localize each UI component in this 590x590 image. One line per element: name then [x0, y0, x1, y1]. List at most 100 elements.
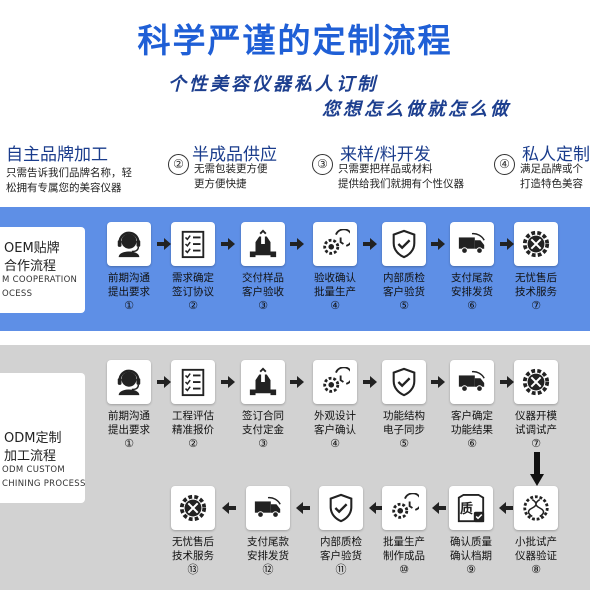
checklist-icon: [178, 367, 208, 397]
step-line: 客户确认: [314, 424, 356, 436]
step-line: 试调试产: [515, 424, 557, 436]
step-number: ③: [258, 299, 268, 312]
oem-step-icon-box: [382, 222, 426, 266]
option-title: 自主品牌加工: [6, 145, 108, 165]
step-line: 提出要求: [108, 424, 150, 436]
oem-label-cn: 合作流程: [4, 259, 57, 274]
step-line: 签订合同: [242, 410, 284, 422]
step-number: ①: [124, 437, 134, 450]
step-number: ⑨: [466, 563, 476, 576]
arrow-down-icon: [530, 452, 544, 486]
step-line: 签订协议: [172, 286, 214, 298]
step-line: 客户确定: [451, 410, 493, 422]
option-sample-development: ③ 来样/料开发 只需要把样品或材料 提供给我们就拥有个性仪器: [312, 140, 464, 190]
odm-label-en: CHINING PROCESS: [2, 479, 85, 489]
step-line: 确认质量: [450, 536, 492, 548]
step-number: ⑦: [531, 437, 541, 450]
shield-check-icon: [389, 367, 419, 397]
step-line: 技术服务: [172, 550, 214, 562]
step-number: ⑥: [467, 437, 477, 450]
option-desc: 只需告诉我们品牌名称，轻: [6, 167, 132, 179]
arrow-right-icon: [290, 376, 304, 388]
step-line: 安排发货: [451, 286, 493, 298]
odm-step-icon-box: [382, 360, 426, 404]
odm-step-icon-box: 质: [449, 486, 493, 530]
step-line: 内部质检: [320, 536, 362, 548]
gear-tools-icon: [521, 367, 551, 397]
oem-step-icon-box: [107, 222, 151, 266]
option-number: ③: [312, 154, 333, 175]
arrow-left-icon: [296, 502, 310, 514]
subtitle-line-1: 个性美容仪器私人订制: [168, 74, 378, 95]
step-line: 功能结果: [451, 424, 493, 436]
step-line: 批量生产: [314, 286, 356, 298]
delivery-truck-icon: [457, 367, 487, 397]
odm-step-icon-box: [246, 486, 290, 530]
option-own-brand: 自主品牌加工 只需告诉我们品牌名称，轻 松拥有专属您的美容仪器: [6, 140, 132, 194]
odm-step-icon-box: [450, 360, 494, 404]
odm-step-icon-box: [107, 360, 151, 404]
step-line: 技术服务: [515, 286, 557, 298]
oem-step-icon-box: [313, 222, 357, 266]
gear-tools-icon: [178, 493, 208, 523]
oem-label-cn: OEM贴牌: [4, 241, 60, 256]
option-number: ②: [168, 154, 189, 175]
option-desc: 只需要把样品或材料: [338, 163, 433, 175]
oem-step-icon-box: [450, 222, 494, 266]
step-number: ⑧: [531, 563, 541, 576]
step-line: 支付尾款: [247, 536, 289, 548]
oem-step-icon-box: [241, 222, 285, 266]
gear-timer-icon: [320, 229, 350, 259]
step-line: 安排发货: [247, 550, 289, 562]
step-number: ④: [330, 299, 340, 312]
option-number: ④: [494, 154, 515, 175]
step-number: ⑤: [399, 437, 409, 450]
step-line: 验收确认: [314, 272, 356, 284]
step-line: 精准报价: [172, 424, 214, 436]
step-number: ⑦: [531, 299, 541, 312]
step-line: 客户验收: [242, 286, 284, 298]
shield-check-icon: [326, 493, 356, 523]
quality-stamp-icon: 质: [456, 493, 486, 523]
odm-step-icon-box: [171, 486, 215, 530]
step-line: 客户验货: [320, 550, 362, 562]
step-line: 仪器验证: [515, 550, 557, 562]
step-line: 外观设计: [314, 410, 356, 422]
step-number: ⑫: [262, 563, 274, 576]
step-line: 仪器开模: [515, 410, 557, 422]
step-line: 批量生产: [383, 536, 425, 548]
step-line: 需求确定: [172, 272, 214, 284]
step-number: ④: [330, 437, 340, 450]
step-line: 工程评估: [172, 410, 214, 422]
dna-gear-icon: [521, 493, 551, 523]
handshake-icon: [248, 367, 278, 397]
step-number: ⑥: [467, 299, 477, 312]
odm-step-icon-box: [514, 360, 558, 404]
option-desc: 打造特色美容: [520, 178, 583, 190]
gear-timer-icon: [320, 367, 350, 397]
step-line: 功能结构: [383, 410, 425, 422]
shield-check-icon: [389, 229, 419, 259]
option-desc: 提供给我们就拥有个性仪器: [338, 178, 464, 190]
